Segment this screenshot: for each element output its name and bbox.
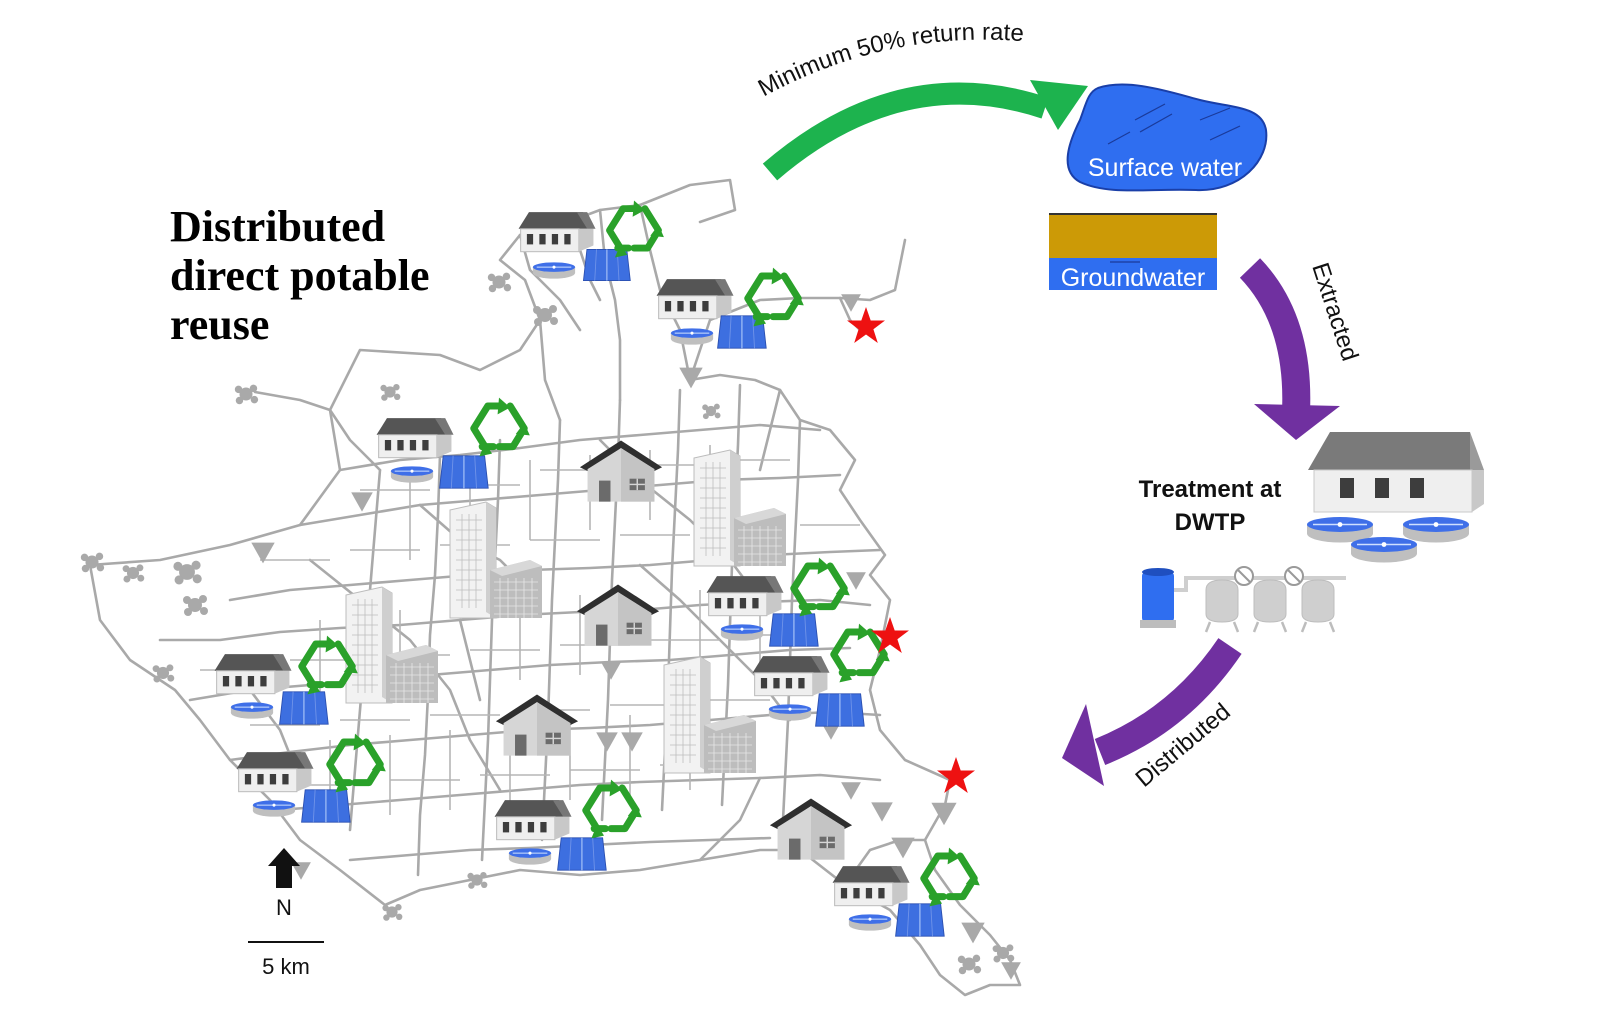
- reuse-cluster-6: [214, 636, 358, 725]
- solar-panel-icon: [278, 691, 329, 725]
- tower-building-icon: [693, 449, 787, 567]
- storage-tank-icon: [532, 261, 576, 280]
- storage-tank-icon: [390, 465, 434, 484]
- reuse-cluster-3: [376, 398, 530, 489]
- groundwater-label: Groundwater: [1061, 264, 1206, 292]
- surface-water-pond: [1066, 83, 1268, 192]
- reuse-house-icon: [494, 799, 573, 841]
- solar-panel-icon: [556, 837, 607, 871]
- title-line-1: Distributed: [170, 202, 385, 251]
- north-label: N: [276, 895, 292, 920]
- recycle-icon: [794, 558, 850, 617]
- solar-panel-icon: [438, 455, 489, 489]
- extracted-arrow: [1239, 258, 1340, 440]
- house-icon: [576, 583, 660, 647]
- reuse-cluster-8: [494, 780, 642, 871]
- storage-tank-icon: [508, 847, 552, 866]
- reuse-house-icon: [706, 575, 785, 617]
- reuse-house-icon: [214, 653, 293, 695]
- recycle-icon: [924, 848, 980, 907]
- treatment-train: [1140, 566, 1346, 633]
- clarifier-tanks: [1306, 516, 1470, 564]
- solar-panel-icon: [894, 903, 945, 937]
- clarifier-icon: [1306, 516, 1374, 544]
- tower-building-icon: [663, 656, 757, 774]
- house-icon: [495, 693, 579, 757]
- tower-building-icon: [449, 501, 543, 619]
- storage-tank-icon: [848, 913, 892, 932]
- groundwater-block: [1049, 213, 1217, 290]
- solar-panel-icon: [768, 613, 819, 647]
- storage-tank-icon: [252, 799, 296, 818]
- reuse-house-icon: [236, 751, 315, 793]
- storage-tank-icon: [720, 623, 764, 642]
- reuse-house-icon: [832, 865, 911, 907]
- reuse-house-icon: [752, 655, 831, 697]
- return-arrow: [762, 80, 1088, 181]
- north-arrow-icon: [268, 848, 300, 888]
- reuse-house-icon: [376, 417, 455, 459]
- treatment-label-line-1: Treatment at: [1139, 476, 1282, 503]
- surface-water-label: Surface water: [1088, 154, 1242, 182]
- reuse-cluster-9: [832, 848, 980, 937]
- storage-tank-icon: [670, 327, 714, 346]
- treatment-label-line-2: DWTP: [1175, 509, 1246, 536]
- reuse-cluster-7: [236, 734, 386, 823]
- title-line-3: reuse: [170, 300, 269, 349]
- dwtp-building: [1308, 432, 1484, 513]
- house-icon: [579, 439, 663, 503]
- tower-building-icon: [345, 586, 439, 704]
- extracted-label: Extracted: [1306, 260, 1363, 365]
- solar-panel-icon: [814, 693, 865, 727]
- distributed-arrow: [1062, 638, 1242, 786]
- reuse-house-icon: [518, 211, 597, 253]
- recycle-icon: [586, 780, 642, 839]
- clarifier-icon: [1402, 516, 1470, 544]
- solar-panel-icon: [300, 789, 351, 823]
- house-icon: [769, 797, 853, 861]
- recycle-icon: [748, 268, 804, 327]
- clarifier-icon: [1350, 536, 1418, 564]
- star-icon: [937, 757, 975, 793]
- scale-label: 5 km: [262, 954, 310, 979]
- star-icon: [847, 307, 885, 343]
- reuse-cluster-2: [656, 268, 804, 349]
- storage-tank-icon: [768, 703, 812, 722]
- title-line-2: direct potable: [170, 251, 430, 300]
- reuse-house-icon: [656, 278, 735, 320]
- storage-tank-icon: [230, 701, 274, 720]
